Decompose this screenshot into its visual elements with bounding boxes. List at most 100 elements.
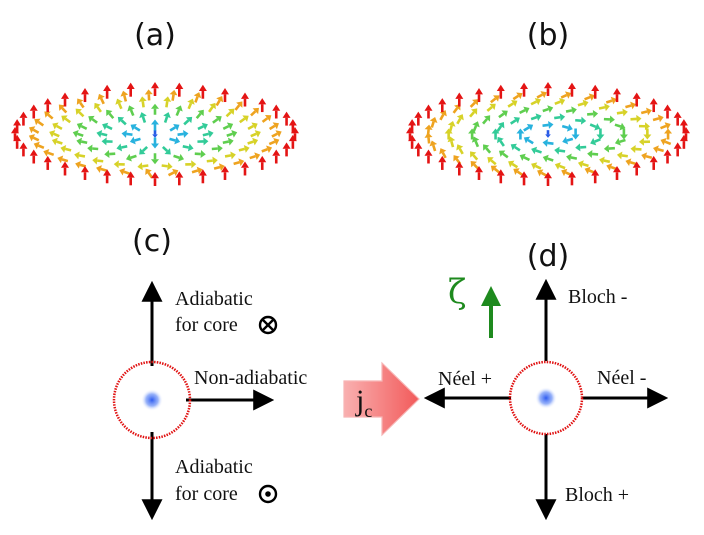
- spin-arrow-head: [540, 91, 547, 99]
- spin-arrow-shaft: [448, 125, 453, 132]
- spin-arrow-head: [52, 122, 59, 130]
- spin-arrow-head: [501, 110, 508, 117]
- spin-arrow-shaft: [61, 107, 68, 114]
- spin-arrow-shaft: [430, 121, 435, 128]
- spin-arrow-shaft: [271, 132, 278, 138]
- spin-arrow-head: [542, 138, 548, 147]
- spin-arrow-shaft: [134, 126, 141, 132]
- spin-arrow-head: [545, 134, 551, 138]
- spin-arrow-shaft: [56, 124, 63, 131]
- spin-arrow-shaft: [536, 93, 544, 99]
- spin-arrow-head: [174, 136, 181, 145]
- spin-arrow-shaft: [239, 117, 246, 124]
- label-neel-minus: Néel -: [597, 367, 646, 389]
- spin-arrow-head: [456, 114, 464, 121]
- spin-arrow-head: [439, 110, 447, 117]
- spin-arrow-head: [236, 101, 243, 108]
- label-for-core-down: for core: [175, 483, 238, 505]
- spin-arrow-shaft: [79, 163, 87, 168]
- spin-arrow-head: [519, 153, 526, 161]
- spin-arrow-shaft: [482, 118, 488, 125]
- spin-arrow-shaft: [645, 154, 653, 160]
- spin-arrow-head: [121, 129, 127, 138]
- spin-arrow-shaft: [523, 156, 531, 162]
- spin-arrow-head: [571, 106, 577, 115]
- spin-arrow-shaft: [566, 137, 574, 142]
- spin-arrow-head: [76, 122, 84, 130]
- spin-arrow-head: [231, 130, 238, 138]
- spin-arrow-head: [641, 152, 648, 161]
- spin-arrow-head: [183, 129, 189, 138]
- spin-arrow-shaft: [123, 95, 128, 102]
- spin-arrow-head: [470, 161, 477, 168]
- spin-arrow-head: [587, 149, 593, 158]
- label-for-core-up: for core: [175, 314, 238, 336]
- spin-arrow-head: [175, 105, 183, 112]
- spin-arrow-head: [264, 115, 272, 122]
- spin-arrow-shaft: [250, 132, 257, 138]
- spin-arrow-head: [619, 134, 628, 140]
- spin-arrow-head: [511, 100, 518, 107]
- spin-arrow-head: [453, 155, 460, 162]
- spin-arrow-shaft: [496, 125, 503, 132]
- spin-arrow-head: [227, 137, 234, 146]
- spin-arrow-shaft: [215, 99, 221, 107]
- spin-arrow-head: [542, 154, 549, 163]
- spin-arrow-shaft: [490, 97, 497, 104]
- spin-arrow-shaft: [61, 158, 69, 163]
- spin-arrow-shaft: [47, 113, 54, 120]
- spin-arrow-shaft: [268, 140, 276, 146]
- label-bloch-plus: Bloch +: [565, 484, 629, 506]
- spin-arrow-shaft: [640, 110, 648, 115]
- spin-arrow-head: [230, 151, 236, 160]
- spin-arrow-head: [167, 162, 173, 171]
- spin-arrow-shaft: [147, 171, 154, 179]
- spin-arrow-head: [609, 115, 615, 124]
- spin-arrow-head: [580, 116, 587, 125]
- spin-arrow-head: [523, 106, 530, 114]
- spin-arrow-head: [673, 142, 682, 149]
- spin-arrow-head: [498, 150, 506, 157]
- spin-arrow-head: [61, 92, 70, 99]
- spin-arrow-head: [559, 97, 566, 106]
- spin-arrow-shaft: [141, 145, 149, 152]
- spin-arrow-head: [475, 88, 483, 95]
- spin-arrow-head: [258, 98, 267, 105]
- spin-arrow-head: [203, 137, 209, 146]
- spin-arrow-shaft: [120, 119, 127, 126]
- spin-arrow-head: [603, 144, 610, 153]
- panel-label-b: (b): [527, 18, 569, 53]
- spin-arrow-shaft: [64, 117, 71, 124]
- spin-arrow-shaft: [660, 124, 667, 130]
- spin-arrow-shaft: [547, 157, 554, 162]
- spin-arrow-head: [145, 168, 152, 175]
- spin-arrow-head: [496, 84, 505, 92]
- spin-arrow-shaft: [565, 109, 573, 113]
- spin-arrow-head: [28, 134, 36, 142]
- spin-arrow-head: [187, 98, 195, 105]
- spin-arrow-shaft: [53, 132, 60, 138]
- spin-arrow-shaft: [625, 104, 632, 109]
- spin-arrow-head: [455, 161, 464, 168]
- spin-arrow-shaft: [226, 132, 233, 137]
- spin-arrow-shaft: [268, 124, 276, 131]
- spin-arrow-head: [531, 146, 538, 155]
- spin-arrow-head: [577, 160, 584, 168]
- spin-arrow-head: [104, 150, 110, 159]
- spin-arrow-head: [599, 156, 605, 165]
- spin-arrow-shaft: [441, 151, 447, 159]
- spin-arrow-shaft: [247, 140, 254, 145]
- spin-arrow-head: [548, 120, 554, 129]
- spin-arrow-shaft: [472, 125, 478, 132]
- spin-arrow-head: [139, 112, 147, 119]
- spin-arrow-head: [175, 171, 184, 178]
- spin-arrow-head: [187, 143, 194, 152]
- spin-arrow-head: [57, 155, 64, 164]
- spin-arrow-shaft: [616, 111, 624, 115]
- spin-arrow-head: [470, 108, 478, 115]
- spin-arrow-shaft: [126, 132, 133, 136]
- spin-arrow-shaft: [427, 137, 431, 144]
- spin-arrow-shaft: [163, 116, 169, 123]
- skyrmion-ring-c: [112, 360, 192, 440]
- spin-arrow-shaft: [247, 124, 254, 131]
